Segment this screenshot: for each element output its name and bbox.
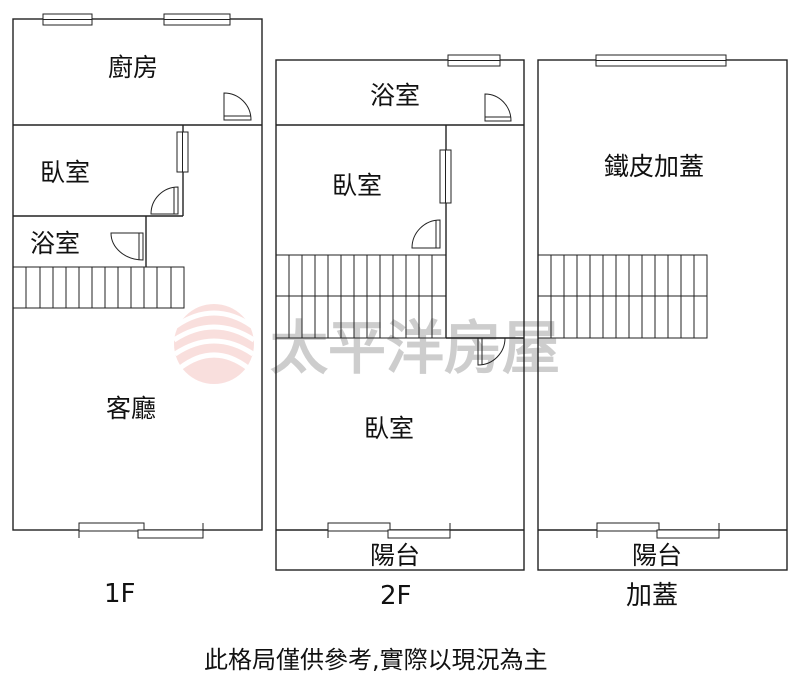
stairs bbox=[537, 254, 708, 339]
stairs bbox=[12, 266, 185, 309]
room-label-bedroom-upper: 臥室 bbox=[332, 171, 382, 200]
room-label-tin-addition: 鐵皮加蓋 bbox=[604, 152, 704, 181]
watermark: 太平洋房屋 bbox=[172, 304, 560, 384]
room-label-bedroom-lower: 臥室 bbox=[364, 414, 414, 443]
sliding-door bbox=[78, 522, 204, 539]
disclaimer-text: 此格局僅供參考,實際以現況為主 bbox=[204, 646, 548, 674]
stairs bbox=[275, 254, 447, 339]
door bbox=[477, 337, 506, 366]
floor-label-addition: 加蓋 bbox=[626, 581, 678, 611]
door bbox=[150, 186, 179, 215]
floor-label-2f: 2F bbox=[380, 581, 412, 611]
room-label-balcony: 陽台 bbox=[632, 541, 682, 570]
sliding-door bbox=[327, 522, 451, 539]
watermark-logo-icon bbox=[172, 304, 256, 384]
room-label-kitchen: 廚房 bbox=[108, 53, 158, 82]
door bbox=[411, 219, 441, 249]
watermark-text: 太平洋房屋 bbox=[270, 314, 560, 382]
floor-addition-outline bbox=[537, 59, 788, 571]
floor-addition: 鐵皮加蓋 陽台 加蓋 bbox=[537, 54, 788, 611]
room-label-bathroom: 浴室 bbox=[30, 229, 80, 258]
room-label-bedroom: 臥室 bbox=[40, 158, 90, 187]
floor-2f: 浴室 臥室 臥室 陽台 2F bbox=[275, 54, 525, 611]
floor-1f: 廚房 臥室 浴室 客廳 1F bbox=[12, 13, 263, 609]
door bbox=[110, 232, 144, 261]
sliding-door bbox=[596, 522, 720, 539]
floor-1f-outline bbox=[12, 18, 263, 531]
door bbox=[223, 92, 252, 121]
room-label-balcony: 陽台 bbox=[370, 541, 420, 570]
door bbox=[484, 93, 512, 122]
floor-label-1f: 1F bbox=[104, 579, 136, 609]
room-label-bathroom: 浴室 bbox=[370, 81, 420, 110]
room-label-living: 客廳 bbox=[106, 394, 156, 423]
